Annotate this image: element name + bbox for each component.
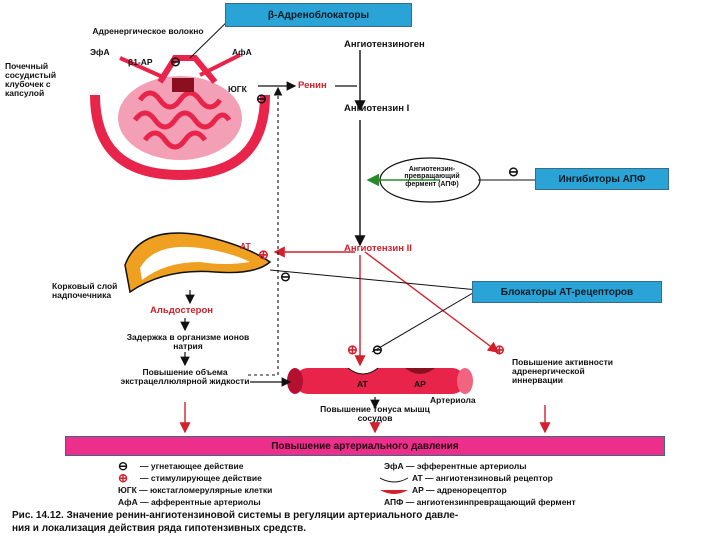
beta-blockers-label: β-Адреноблокаторы	[267, 9, 370, 21]
glomerulus-label: Почечный сосудистый клубочек с капсулой	[5, 61, 57, 98]
yugk-label: ЮГК	[228, 84, 247, 94]
aldosterone-label: Альдостерон	[150, 305, 214, 316]
bp-increase-bar: Повышение артериального давления	[65, 436, 665, 456]
legend-plus-text: — стимулирующее действие	[140, 473, 262, 483]
beta-blockers-box: β-Адреноблокаторы	[225, 3, 412, 27]
afa-label: АфА	[232, 47, 252, 57]
angiotensin1-label: Ангиотензин I	[344, 103, 410, 114]
adrenal-cortex-label: Корковый слой надпочечника	[52, 281, 118, 300]
at-blockers-box: Блокаторы AT-рецепторов	[472, 281, 662, 303]
caption-line1: Рис. 14.12. Значение ренин-ангиотензинов…	[12, 510, 459, 521]
legend-plus-icon: ⊕	[118, 471, 129, 485]
adrenal-at-label: AT	[240, 241, 251, 251]
ace-inhibitors-box: Ингибиторы АПФ	[535, 168, 669, 190]
efa-label: ЭфА	[90, 47, 110, 57]
adrenal-drawing	[124, 232, 272, 294]
bp-increase-label: Повышение артериального давления	[271, 440, 459, 452]
b1-ar-minus-icon: ⊖	[170, 54, 181, 69]
at-receptor-label: AT	[357, 379, 368, 389]
at-blockers-label: Блокаторы AT-рецепторов	[500, 286, 634, 298]
arteriole-drawing	[287, 367, 473, 394]
legend-at-text: AT — ангиотензиновый рецептор	[412, 473, 553, 483]
yugk-minus-icon: ⊖	[256, 91, 267, 106]
adrenergic-activity-label: Повышение активности адренергической инн…	[512, 357, 613, 385]
ar-receptor-label: AP	[414, 379, 426, 389]
glomerulus-drawing	[90, 53, 270, 181]
ecf-increase-label: Повышение объема экстрацеллюлярной жидко…	[120, 367, 250, 386]
sodium-retention-label: Задержка в организме ионов натрия	[126, 332, 250, 351]
legend-efa-text: ЭфА — эфферентные артериолы	[384, 461, 527, 471]
legend-apf-text: АПФ — ангиотензинпревращающий фермент	[384, 497, 576, 507]
innervation-plus-icon: ⊕	[494, 342, 505, 357]
legend-minus-icon: ⊖	[118, 459, 129, 473]
renin-label: Ренин	[298, 80, 327, 91]
legend-afa-text: АфА — афферентные артериолы	[118, 497, 261, 507]
adrenal-minus-icon: ⊖	[280, 269, 291, 284]
adrenal-plus-icon: ⊕	[258, 247, 269, 262]
arteriole-plus-icon: ⊕	[347, 342, 358, 357]
legend-yugk-text: ЮГК — юкстагломерулярные клетки	[118, 485, 273, 495]
arteriole-minus-icon: ⊖	[372, 342, 383, 357]
caption-line2: ния и локализация действия ряда гипотенз…	[12, 523, 307, 534]
tone-increase-label: Повышение тонуса мышц сосудов	[320, 404, 430, 423]
legend-ar-text: AP — адренорецептор	[412, 485, 507, 495]
b1-ar-label: β1-АР	[128, 57, 153, 67]
angiotensin2-label: Ангиотензин II	[344, 243, 412, 254]
ace-inhibitors-label: Ингибиторы АПФ	[558, 173, 646, 185]
ace-minus-icon: ⊖	[508, 164, 519, 179]
angiotensinogen-label: Ангиотензиноген	[344, 39, 425, 50]
adrenergic-fiber-label: Адренергическое волокно	[92, 26, 204, 36]
legend-minus-text: — угнетающее действие	[140, 461, 244, 471]
ace-label: Ангиотензин- превращающий фермент (АПФ)	[404, 166, 460, 188]
arteriole-label: Артериола	[430, 395, 476, 405]
